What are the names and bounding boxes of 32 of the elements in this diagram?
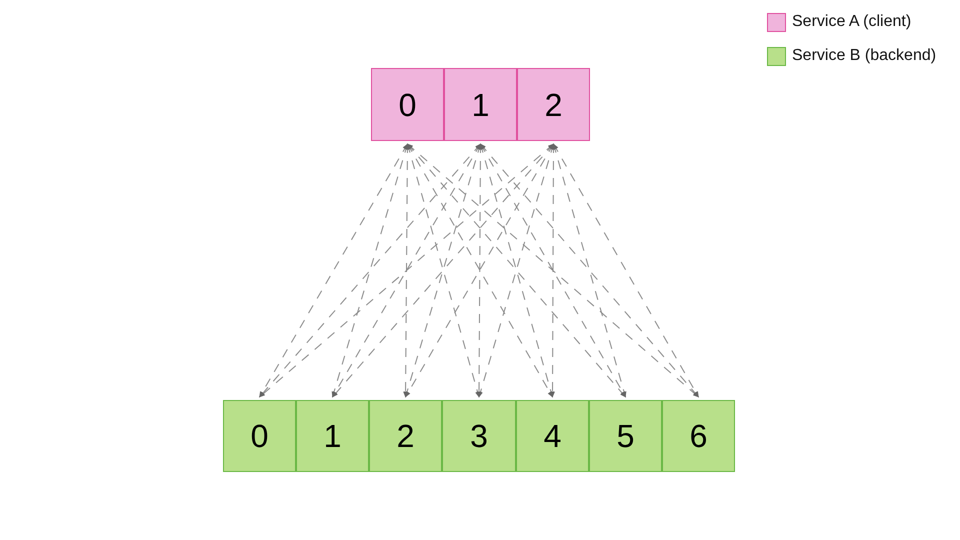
index-number: 1	[324, 417, 342, 456]
index-box	[516, 400, 589, 472]
index-number: 6	[690, 417, 708, 456]
dashed-arrow	[552, 143, 626, 398]
index-box	[662, 400, 735, 472]
index-box	[589, 400, 662, 472]
index-box	[444, 68, 517, 141]
index-number: 5	[616, 417, 634, 456]
index-box	[371, 68, 444, 141]
index-number: 4	[544, 417, 562, 456]
index-box	[369, 400, 442, 472]
dashed-arrow	[480, 144, 699, 398]
dashed-arrow	[553, 143, 699, 398]
index-box	[442, 400, 516, 472]
dashed-arrow	[332, 143, 408, 398]
dashed-arrow	[259, 144, 554, 398]
index-box	[296, 400, 369, 472]
dashed-arrow	[259, 143, 408, 398]
dashed-arrow	[407, 144, 699, 398]
index-number: 2	[396, 417, 414, 456]
legend-label: Service B (backend)	[792, 46, 936, 66]
index-number: 3	[470, 417, 488, 456]
index-box	[223, 400, 296, 472]
index-number: 0	[250, 417, 268, 456]
dashed-arrow	[332, 144, 554, 398]
dashed-arrow	[407, 144, 626, 398]
index-number: 0	[398, 86, 416, 124]
index-box	[517, 68, 590, 141]
legend-label: Service A (client)	[792, 12, 912, 32]
dashed-arrow	[259, 144, 481, 398]
index-number: 1	[472, 86, 490, 124]
index-number: 2	[544, 86, 562, 124]
